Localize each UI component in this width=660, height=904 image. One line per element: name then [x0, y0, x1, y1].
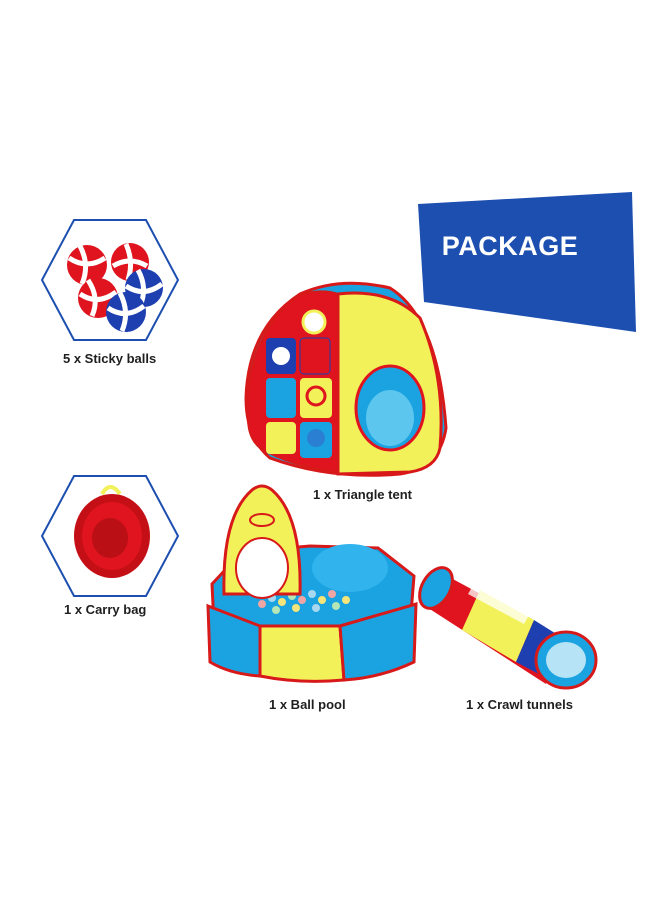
sticky-balls-label: 5 x Sticky balls [63, 351, 157, 366]
ball-pool-label: 1 x Ball pool [269, 697, 346, 712]
crawl-tunnels-label: 1 x Crawl tunnels [466, 697, 573, 712]
triangle-tent-image [244, 281, 448, 477]
triangle-tent-label: 1 x Triangle tent [313, 487, 412, 502]
package-banner [418, 192, 636, 332]
carry-bag-hexagon [40, 475, 180, 597]
sticky-balls-image [67, 242, 164, 332]
package-title: PACKAGE [441, 231, 579, 261]
sticky-balls-hexagon [40, 219, 180, 341]
crawl-tunnel-image [418, 566, 598, 690]
carry-bag-label: 1 x Carry bag [64, 602, 147, 617]
carry-bag-image [74, 485, 150, 578]
ball-pool-image [206, 484, 418, 683]
